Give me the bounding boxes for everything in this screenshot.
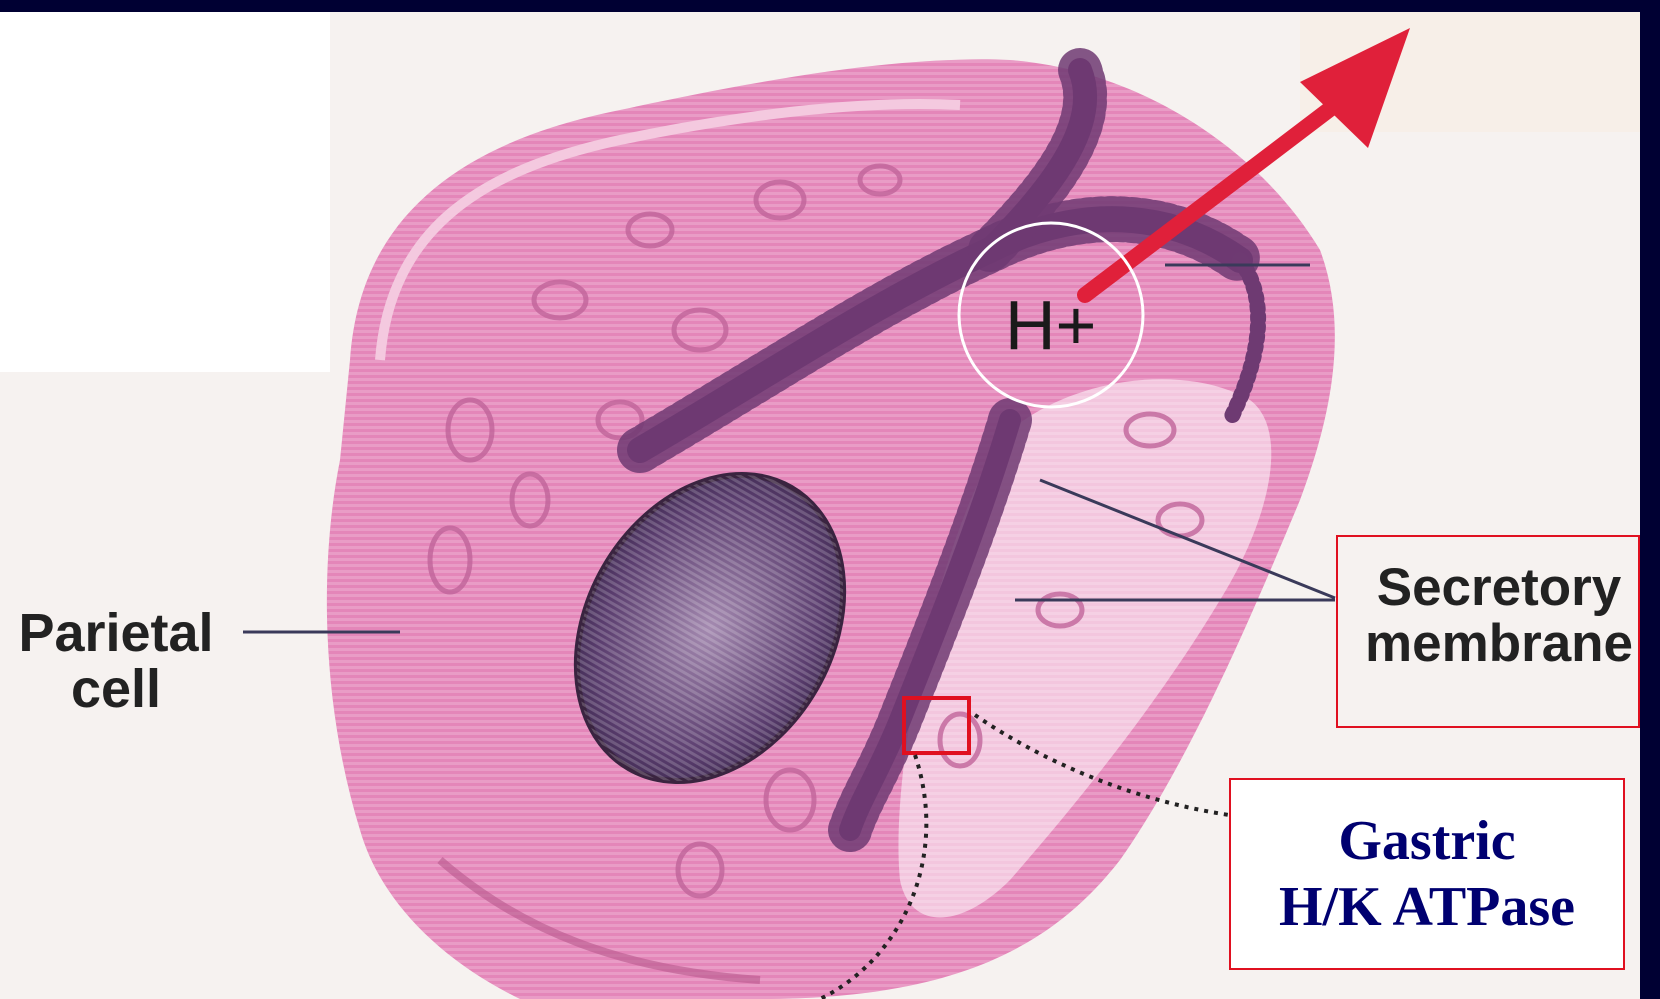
h-plus-label: H+ (1005, 290, 1096, 360)
secretory-membrane-label: Secretory membrane (1340, 560, 1658, 672)
parietal-cell-label-line2: cell (0, 661, 232, 717)
parietal-cell-label: Parietal cell (0, 605, 232, 717)
gastric-label-line1: Gastric (1229, 808, 1625, 874)
secretory-label-line2: membrane (1340, 616, 1658, 672)
gastric-label-line2: H/K ATPase (1229, 874, 1625, 940)
secretory-label-line1: Secretory (1340, 560, 1658, 616)
gastric-atpase-label: Gastric H/K ATPase (1229, 808, 1625, 940)
parietal-cell-label-line1: Parietal (0, 605, 232, 661)
